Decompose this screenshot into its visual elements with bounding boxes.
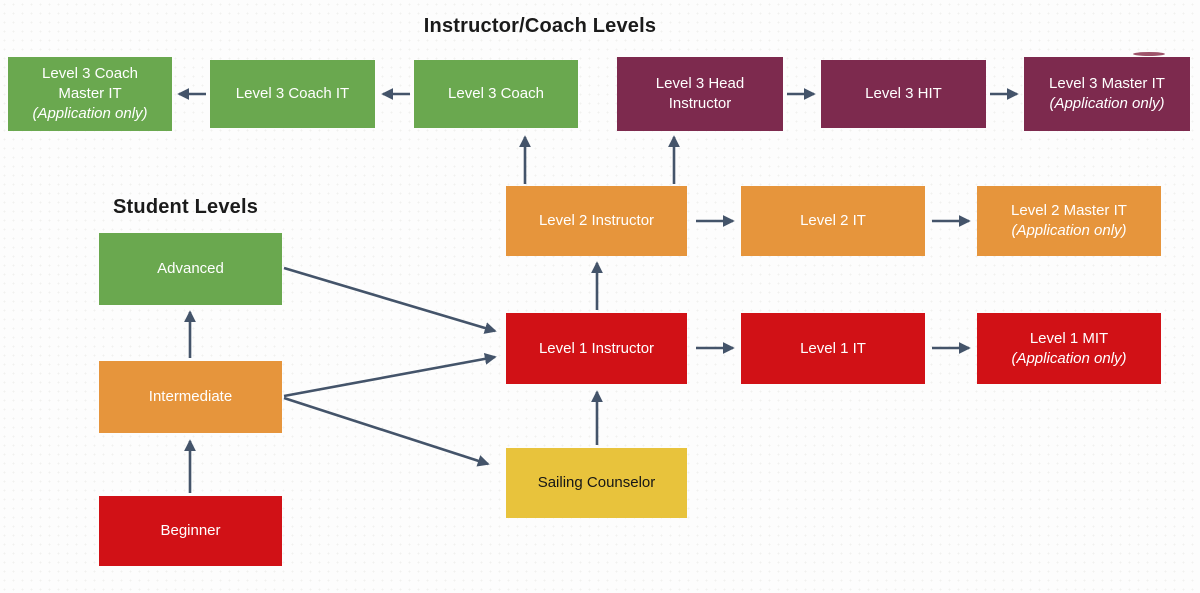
node-label: Level 1 Instructor [538,339,655,357]
node-advanced: Advanced [99,233,282,305]
node-level1-mit: Level 1 MIT (Application only) [977,313,1161,384]
node-label: Level 1 IT [800,339,866,357]
node-label: Advanced [157,260,224,278]
node-label: Intermediate [148,388,233,406]
arrow-intermediate-to-l1instructor [283,352,497,398]
node-label: Sailing Counselor [537,474,656,492]
node-note: (Application only) [1049,95,1165,112]
node-label: Beginner [160,522,221,540]
node-level3-master-it: Level 3 Master IT (Application only) [1024,57,1190,131]
node-beginner: Beginner [99,496,282,566]
node-level3-hit: Level 3 HIT [821,60,986,128]
node-label: Level 1 MIT [1029,329,1109,347]
node-level1-instructor: Level 1 Instructor [506,313,687,384]
node-level3-coach-master-it: Level 3 Coach Master IT (Application onl… [8,57,172,131]
node-label: Level 3 Coach IT [235,85,350,103]
node-level3-head-instructor: Level 3 Head Instructor [617,57,783,131]
node-level3-coach: Level 3 Coach [414,60,578,128]
node-label: Master IT [58,85,122,103]
node-label: Level 3 Coach [448,85,544,103]
node-level3-coach-it: Level 3 Coach IT [210,60,375,128]
arrow-intermediate-to-counselor [283,396,490,467]
node-level1-it: Level 1 IT [741,313,925,384]
arrow-advanced-to-l1instructor [283,266,497,334]
node-label: Level 3 Coach [42,65,138,83]
node-label: Level 3 Head [655,75,745,93]
node-label: Level 3 Master IT [1049,75,1165,93]
node-level2-it: Level 2 IT [741,186,925,256]
node-label: Level 2 Master IT [1011,202,1127,220]
node-label: Level 3 HIT [865,85,942,103]
node-label: Instructor [668,95,732,112]
page-title: Instructor/Coach Levels [423,15,657,37]
node-label: Level 2 Instructor [538,212,655,230]
artifact-mark [1133,52,1165,56]
node-note: (Application only) [32,104,148,122]
node-label: Level 2 IT [800,212,866,230]
node-sailing-counselor: Sailing Counselor [506,448,687,518]
student-levels-title: Student Levels [113,196,259,218]
node-level2-instructor: Level 2 Instructor [506,186,687,256]
node-note: (Application only) [1011,222,1127,239]
node-level2-master-it: Level 2 Master IT (Application only) [977,186,1161,256]
node-note: (Application only) [1011,349,1127,367]
node-intermediate: Intermediate [99,361,282,433]
